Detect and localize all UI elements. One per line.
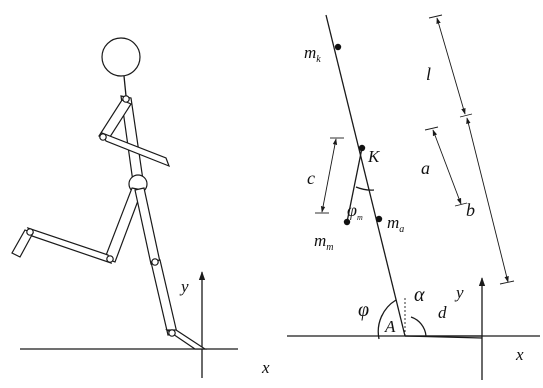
leg-line xyxy=(325,14,406,337)
figure-front-knee-joint xyxy=(151,258,159,266)
mechanical-model: y x mk K ma mm φm A φ α d l xyxy=(287,14,540,380)
figure-front-thigh xyxy=(134,187,161,265)
left-y-axis-label: y xyxy=(179,277,189,296)
dim-b-tick-bottom xyxy=(499,280,515,285)
figure-neck xyxy=(123,75,127,97)
angle-phi-m-label: φm xyxy=(347,200,363,222)
figure-shoulder-joint xyxy=(122,95,130,103)
figure-back-ankle-joint xyxy=(26,228,34,236)
figure-front-ankle-joint xyxy=(168,329,176,337)
running-figure: y x xyxy=(11,37,270,378)
dim-a-tick-top xyxy=(424,126,439,131)
dim-l-label: l xyxy=(426,64,431,84)
angle-phi-arc xyxy=(377,299,397,340)
figure-back-knee-joint xyxy=(106,255,114,263)
dim-b-label: b xyxy=(466,200,475,220)
point-A-label: A xyxy=(384,317,396,336)
foot-link-line xyxy=(404,335,483,339)
point-K-label: K xyxy=(367,147,381,166)
dim-c-label: c xyxy=(307,168,315,188)
figure-back-shin xyxy=(26,226,113,264)
swing-leg-line xyxy=(346,147,363,223)
angle-phi-label: φ xyxy=(358,299,369,321)
figure-elbow-joint xyxy=(99,133,107,141)
angle-phi-m-arc xyxy=(355,186,375,191)
figure-head xyxy=(101,37,141,77)
mass-head-dot xyxy=(334,43,342,51)
right-y-axis-label: y xyxy=(454,283,464,302)
mass-swing-dot xyxy=(343,218,351,226)
point-K-dot xyxy=(358,144,366,152)
dim-a-arrow xyxy=(432,129,462,205)
mass-leg-label: ma xyxy=(387,213,404,235)
dim-l-tick-top xyxy=(428,14,443,19)
mass-leg-dot xyxy=(375,215,383,223)
mass-swing-label: mm xyxy=(314,231,334,253)
angle-alpha-label: α xyxy=(414,284,425,306)
dim-l-tick-bottom xyxy=(459,113,473,118)
mass-head-label: mk xyxy=(304,43,321,65)
left-x-axis-label: x xyxy=(261,358,270,377)
dim-b-arrow xyxy=(466,117,509,283)
right-x-axis-label: x xyxy=(515,345,524,364)
dim-l-arrow xyxy=(436,17,466,115)
angle-alpha-arc xyxy=(410,316,427,337)
dim-a-label: a xyxy=(421,158,430,178)
dim-c-arrow xyxy=(320,138,338,213)
dim-d-label: d xyxy=(438,303,447,322)
figure-front-shin xyxy=(150,259,178,336)
